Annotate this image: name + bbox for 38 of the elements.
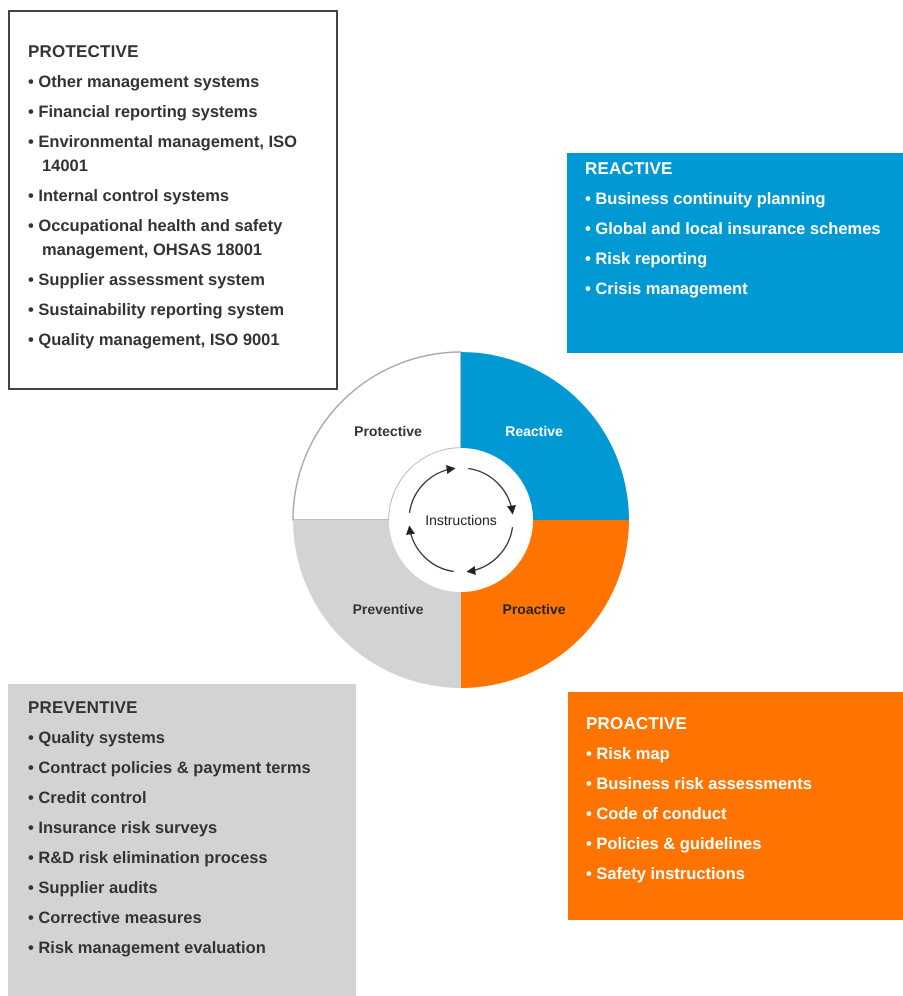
list-item: • Occupational health and safety management, OHSAS 18001	[28, 216, 284, 261]
quadrant-label: Protective	[354, 423, 422, 439]
quadrant-label: Preventive	[352, 601, 424, 617]
list-item: • Credit control	[28, 788, 148, 809]
list-item: • Safety instructions	[586, 864, 746, 885]
list-item: • Corrective measures	[28, 908, 203, 929]
quadrant-label: Reactive	[505, 423, 563, 439]
center-label: Instructions	[425, 512, 497, 528]
quadrant-label: Proactive	[502, 601, 566, 617]
panel-heading: PROACTIVE	[586, 714, 688, 734]
list-item: • Global and local insurance schemes	[585, 219, 882, 240]
list-item: • Business continuity planning	[585, 189, 826, 210]
list-item: • Environmental management, ISO 14001	[28, 132, 298, 177]
list-item: • Insurance risk surveys	[28, 818, 218, 839]
list-item: • Other management systems	[28, 72, 260, 93]
list-item: • Quality management, ISO 9001	[28, 330, 281, 351]
panel-heading: PROTECTIVE	[28, 42, 140, 62]
list-item: • Code of conduct	[586, 804, 728, 825]
list-item: • Risk map	[586, 744, 671, 765]
list-item: • Risk management evaluation	[28, 938, 267, 959]
list-item: • R&D risk elimination process	[28, 848, 269, 869]
category-panel	[567, 153, 903, 353]
list-item: • Internal control systems	[28, 186, 230, 207]
list-item: • Financial reporting systems	[28, 102, 259, 123]
panel-heading: PREVENTIVE	[28, 698, 139, 718]
category-panel	[568, 692, 903, 920]
panel-heading: REACTIVE	[585, 159, 674, 179]
list-item: • Supplier assessment system	[28, 270, 266, 291]
list-item: • Quality systems	[28, 728, 166, 749]
category-panel	[8, 684, 356, 996]
list-item: • Supplier audits	[28, 878, 159, 899]
category-panel	[8, 10, 338, 390]
list-item: • Contract policies & payment terms	[28, 758, 312, 779]
list-item: • Business risk assessments	[586, 774, 813, 795]
list-item: • Crisis management	[585, 279, 749, 300]
list-item: • Risk reporting	[585, 249, 708, 270]
list-item: • Policies & guidelines	[586, 834, 762, 855]
list-item: • Sustainability reporting system	[28, 300, 286, 321]
